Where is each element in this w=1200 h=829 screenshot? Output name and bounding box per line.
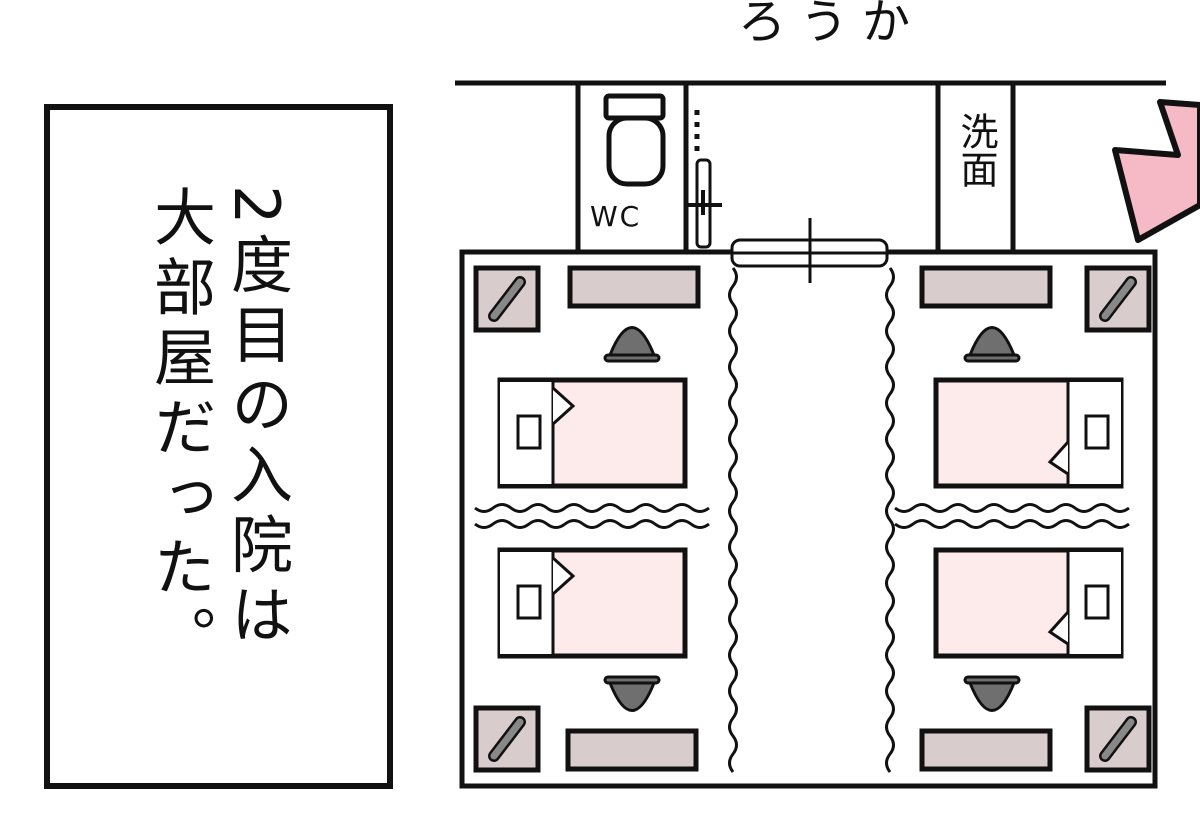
overbed-table <box>565 728 699 772</box>
toilet-room <box>575 83 722 252</box>
chair-icon <box>603 326 661 363</box>
bedside-cabinet <box>473 705 541 773</box>
curtain-right <box>885 267 895 773</box>
toilet-label: WC <box>590 200 642 233</box>
ward-room <box>459 249 1158 789</box>
bedside-cabinet <box>1084 265 1152 333</box>
room-door-icon <box>730 218 889 283</box>
caption-line-1: 2度目の入院は <box>220 185 293 653</box>
pillow <box>1084 414 1110 450</box>
entrance-arrow-icon <box>1112 99 1200 243</box>
bed <box>933 377 1124 489</box>
bed <box>933 547 1124 659</box>
washroom-label: 洗面 <box>954 112 998 188</box>
bed <box>497 547 688 659</box>
hallway-label: ろうか <box>738 0 925 50</box>
curtain-left <box>728 267 738 773</box>
toilet-bowl-icon <box>606 115 666 187</box>
chair-icon <box>963 326 1021 363</box>
chair-icon <box>603 675 661 712</box>
curtain-left-divider-2 <box>474 519 710 529</box>
overbed-table <box>567 265 701 309</box>
washroom <box>935 83 1016 252</box>
pillow <box>516 414 542 450</box>
bedside-cabinet <box>1084 705 1152 773</box>
chair-icon <box>963 675 1021 712</box>
curtain-left-divider <box>474 503 710 513</box>
overbed-table <box>919 265 1053 309</box>
caption-line-2: 大部屋だった。 <box>143 185 216 675</box>
overbed-table <box>919 728 1053 772</box>
bed <box>497 377 688 489</box>
pillow <box>516 584 542 620</box>
caption-box <box>44 104 393 789</box>
pillow <box>1084 584 1110 620</box>
bedside-cabinet <box>473 265 541 333</box>
curtain-right-divider <box>894 503 1130 513</box>
toilet-tank-icon <box>603 93 666 121</box>
curtain-right-divider-2 <box>894 519 1130 529</box>
